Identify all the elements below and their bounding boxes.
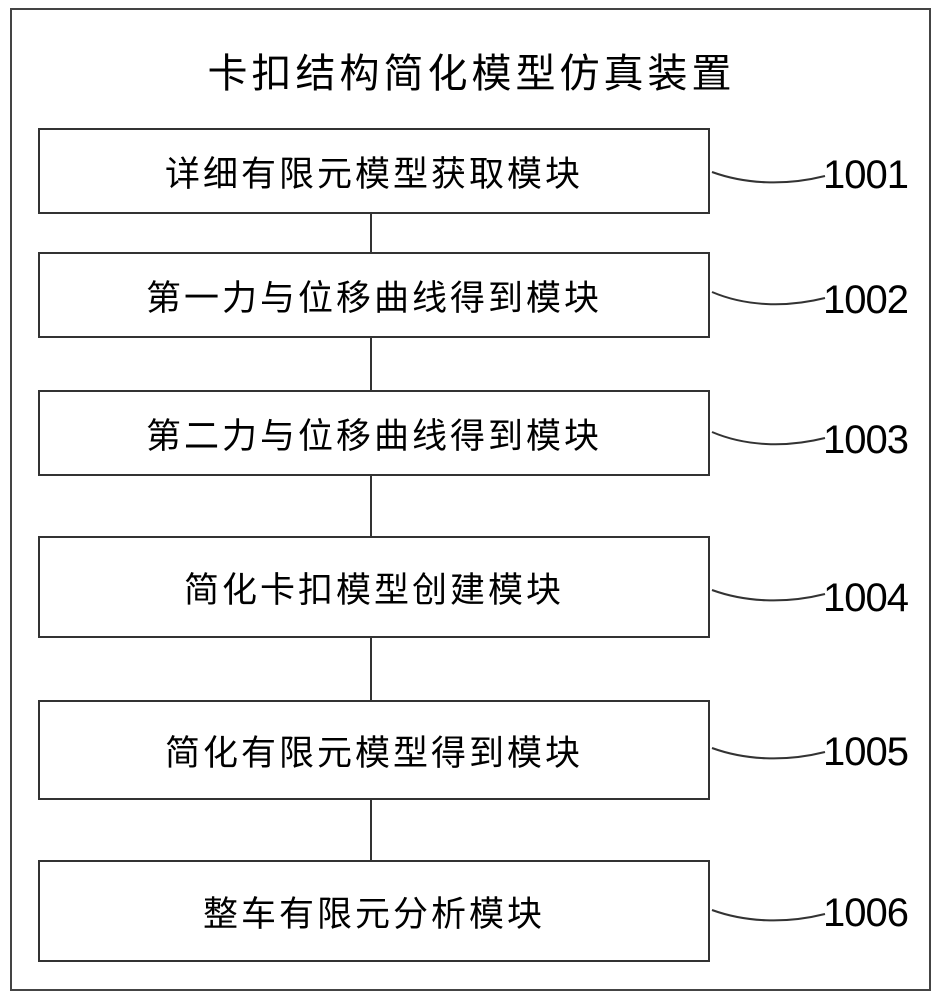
module-label: 简化卡扣模型创建模块 xyxy=(184,562,564,613)
reference-number: 1006 xyxy=(823,893,908,933)
diagram-title: 卡扣结构简化模型仿真装置 xyxy=(0,44,943,104)
module-box: 第二力与位移曲线得到模块 xyxy=(38,390,710,476)
reference-number: 1003 xyxy=(823,420,908,460)
module-label: 第二力与位移曲线得到模块 xyxy=(146,408,602,459)
reference-number: 1002 xyxy=(823,280,908,320)
reference-number: 1004 xyxy=(823,578,908,618)
module-label: 第一力与位移曲线得到模块 xyxy=(146,270,602,321)
reference-number: 1001 xyxy=(823,155,908,195)
connector-line xyxy=(370,214,372,252)
module-label: 详细有限元模型获取模块 xyxy=(165,146,583,197)
module-box: 简化卡扣模型创建模块 xyxy=(38,536,710,638)
reference-number: 1005 xyxy=(823,732,908,772)
module-label: 整车有限元分析模块 xyxy=(203,886,545,937)
connector-line xyxy=(370,338,372,390)
connector-line xyxy=(370,638,372,700)
module-label: 简化有限元模型得到模块 xyxy=(165,725,583,776)
connector-line xyxy=(370,800,372,860)
module-box: 第一力与位移曲线得到模块 xyxy=(38,252,710,338)
module-box: 详细有限元模型获取模块 xyxy=(38,128,710,214)
module-box: 简化有限元模型得到模块 xyxy=(38,700,710,800)
connector-line xyxy=(370,476,372,536)
module-box: 整车有限元分析模块 xyxy=(38,860,710,962)
